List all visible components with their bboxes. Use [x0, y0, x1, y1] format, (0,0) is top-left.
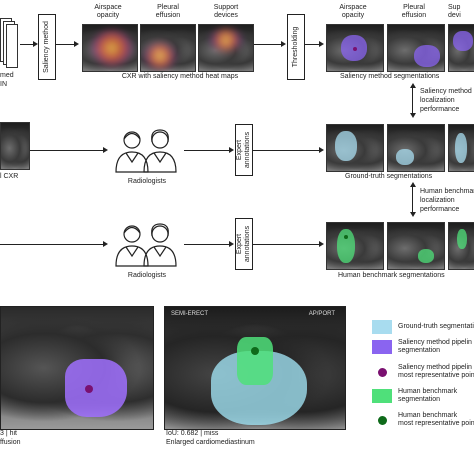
- arrow-line: [184, 150, 230, 151]
- arrow-line: [412, 88, 413, 114]
- saliency-method-box: Saliency method: [38, 14, 56, 80]
- saliency-seg-support: [448, 24, 474, 72]
- saliency-seg-caption: Saliency method segmentations: [340, 73, 440, 80]
- saliency-point-marker: [85, 385, 93, 393]
- human-benchmark-overlay: [237, 337, 273, 385]
- arrow-head: [319, 41, 324, 47]
- arrow-head: [74, 41, 79, 47]
- header-airspace: Airspace opacity: [94, 4, 122, 19]
- arrow-head: [319, 147, 324, 153]
- input-label-1: med: [0, 72, 14, 79]
- arrow-head: [319, 241, 324, 247]
- arrow-line: [184, 244, 230, 245]
- expert-annotations-box-row3: Expert annotations: [235, 218, 253, 270]
- legend-swatch-human-benchmark: [372, 389, 392, 403]
- saliency-seg-airspace: [326, 24, 384, 72]
- arrow-head: [33, 41, 38, 47]
- hb-seg-airspace: [326, 222, 384, 270]
- input-label-2: IN: [0, 81, 7, 88]
- example-right-caption-1: IoU: 0.682 | miss: [166, 430, 219, 437]
- saliency-segmentation-overlay: [65, 359, 127, 417]
- gt-seg-airspace: [326, 124, 384, 172]
- example-right-image: SEMI-ERECT AP/PORT: [164, 306, 346, 430]
- gt-seg-pleural: [387, 124, 445, 172]
- seg-header-airspace: Airspace opacity: [339, 4, 367, 19]
- arrow-line: [30, 150, 104, 151]
- compare2-line3: performance: [420, 206, 460, 213]
- legend-swatch-ground-truth: [372, 320, 392, 334]
- arrow-line: [20, 44, 34, 45]
- image-header-ap-port: AP/PORT: [308, 311, 335, 317]
- header-pleural: Pleural effusion: [155, 4, 181, 19]
- radiologists-icon: [115, 129, 177, 173]
- image-header-semi-erect: SEMI-ERECT: [171, 311, 209, 317]
- hb-caption: Human benchmark segmentations: [338, 272, 445, 279]
- arrow-line: [412, 187, 413, 213]
- example-left-caption-1: 3 | hit: [0, 430, 17, 437]
- saliency-method-label: Saliency method: [43, 21, 50, 73]
- arrow-line: [254, 44, 282, 45]
- radiologists-label-row3: Radiologists: [127, 272, 167, 279]
- example-left-image: [0, 306, 154, 430]
- heatmap-image-airspace: [82, 24, 138, 72]
- compare1-line1: Saliency method: [420, 88, 472, 95]
- legend-label-saliency-point: Saliency method pipelin most representat…: [398, 364, 474, 379]
- arrow-head: [410, 212, 416, 217]
- heatmap-caption: CXR with saliency method heat maps: [121, 73, 239, 80]
- arrow-head: [103, 147, 108, 153]
- radiologists-label-row2: Radiologists: [127, 178, 167, 185]
- example-left-caption-2: ffusion: [0, 439, 21, 446]
- arrow-line: [252, 244, 320, 245]
- arrow-line: [304, 44, 320, 45]
- legend-dot-saliency-point: [378, 368, 387, 377]
- legend-label-human-benchmark-point: Human benchmark most representative poin: [398, 412, 474, 427]
- legend-swatch-saliency: [372, 340, 392, 354]
- original-cxr-label: l CXR: [0, 173, 19, 180]
- thresholding-box: Thresholding: [287, 14, 305, 80]
- example-right-caption-2: Enlarged cardiomediastinum: [166, 439, 255, 446]
- arrow-head: [410, 113, 416, 118]
- compare2-line1: Human benchmark: [420, 188, 474, 195]
- arrow-line: [252, 150, 320, 151]
- hb-seg-support: [448, 222, 474, 270]
- compare2-line2: localization: [420, 197, 455, 204]
- legend-label-ground-truth: Ground-truth segmentati: [398, 323, 474, 330]
- arrow-line: [0, 244, 104, 245]
- seg-header-support: Sup devi: [448, 4, 461, 19]
- legend-dot-human-benchmark-point: [378, 416, 387, 425]
- legend-label-human-benchmark: Human benchmark segmentation: [398, 388, 458, 403]
- human-benchmark-point-marker: [251, 347, 259, 355]
- hb-seg-pleural: [387, 222, 445, 270]
- expert-annotations-label-row3: Expert annotations: [236, 225, 251, 263]
- original-cxr: [0, 122, 30, 170]
- arrow-head: [103, 241, 108, 247]
- arrow-line: [55, 44, 75, 45]
- arrow-head: [229, 147, 234, 153]
- gt-caption: Ground-truth segmentations: [345, 173, 433, 180]
- arrow-head: [281, 41, 286, 47]
- legend-label-saliency: Saliency method pipelin segmentation: [398, 339, 472, 354]
- arrow-head: [229, 241, 234, 247]
- gt-seg-support: [448, 124, 474, 172]
- header-support: Support devices: [213, 4, 239, 19]
- arrow-head: [410, 182, 416, 187]
- thresholding-label: Thresholding: [292, 26, 299, 68]
- compare1-line2: localization: [420, 97, 455, 104]
- arrow-head: [410, 83, 416, 88]
- saliency-seg-pleural: [387, 24, 445, 72]
- seg-header-pleural: Pleural effusion: [401, 4, 427, 19]
- expert-annotations-label-row2: Expert annotations: [236, 131, 251, 169]
- radiologists-icon: [115, 223, 177, 267]
- heatmap-image-pleural: [140, 24, 196, 72]
- heatmap-image-support: [198, 24, 254, 72]
- compare1-line3: performance: [420, 106, 460, 113]
- expert-annotations-box-row2: Expert annotations: [235, 124, 253, 176]
